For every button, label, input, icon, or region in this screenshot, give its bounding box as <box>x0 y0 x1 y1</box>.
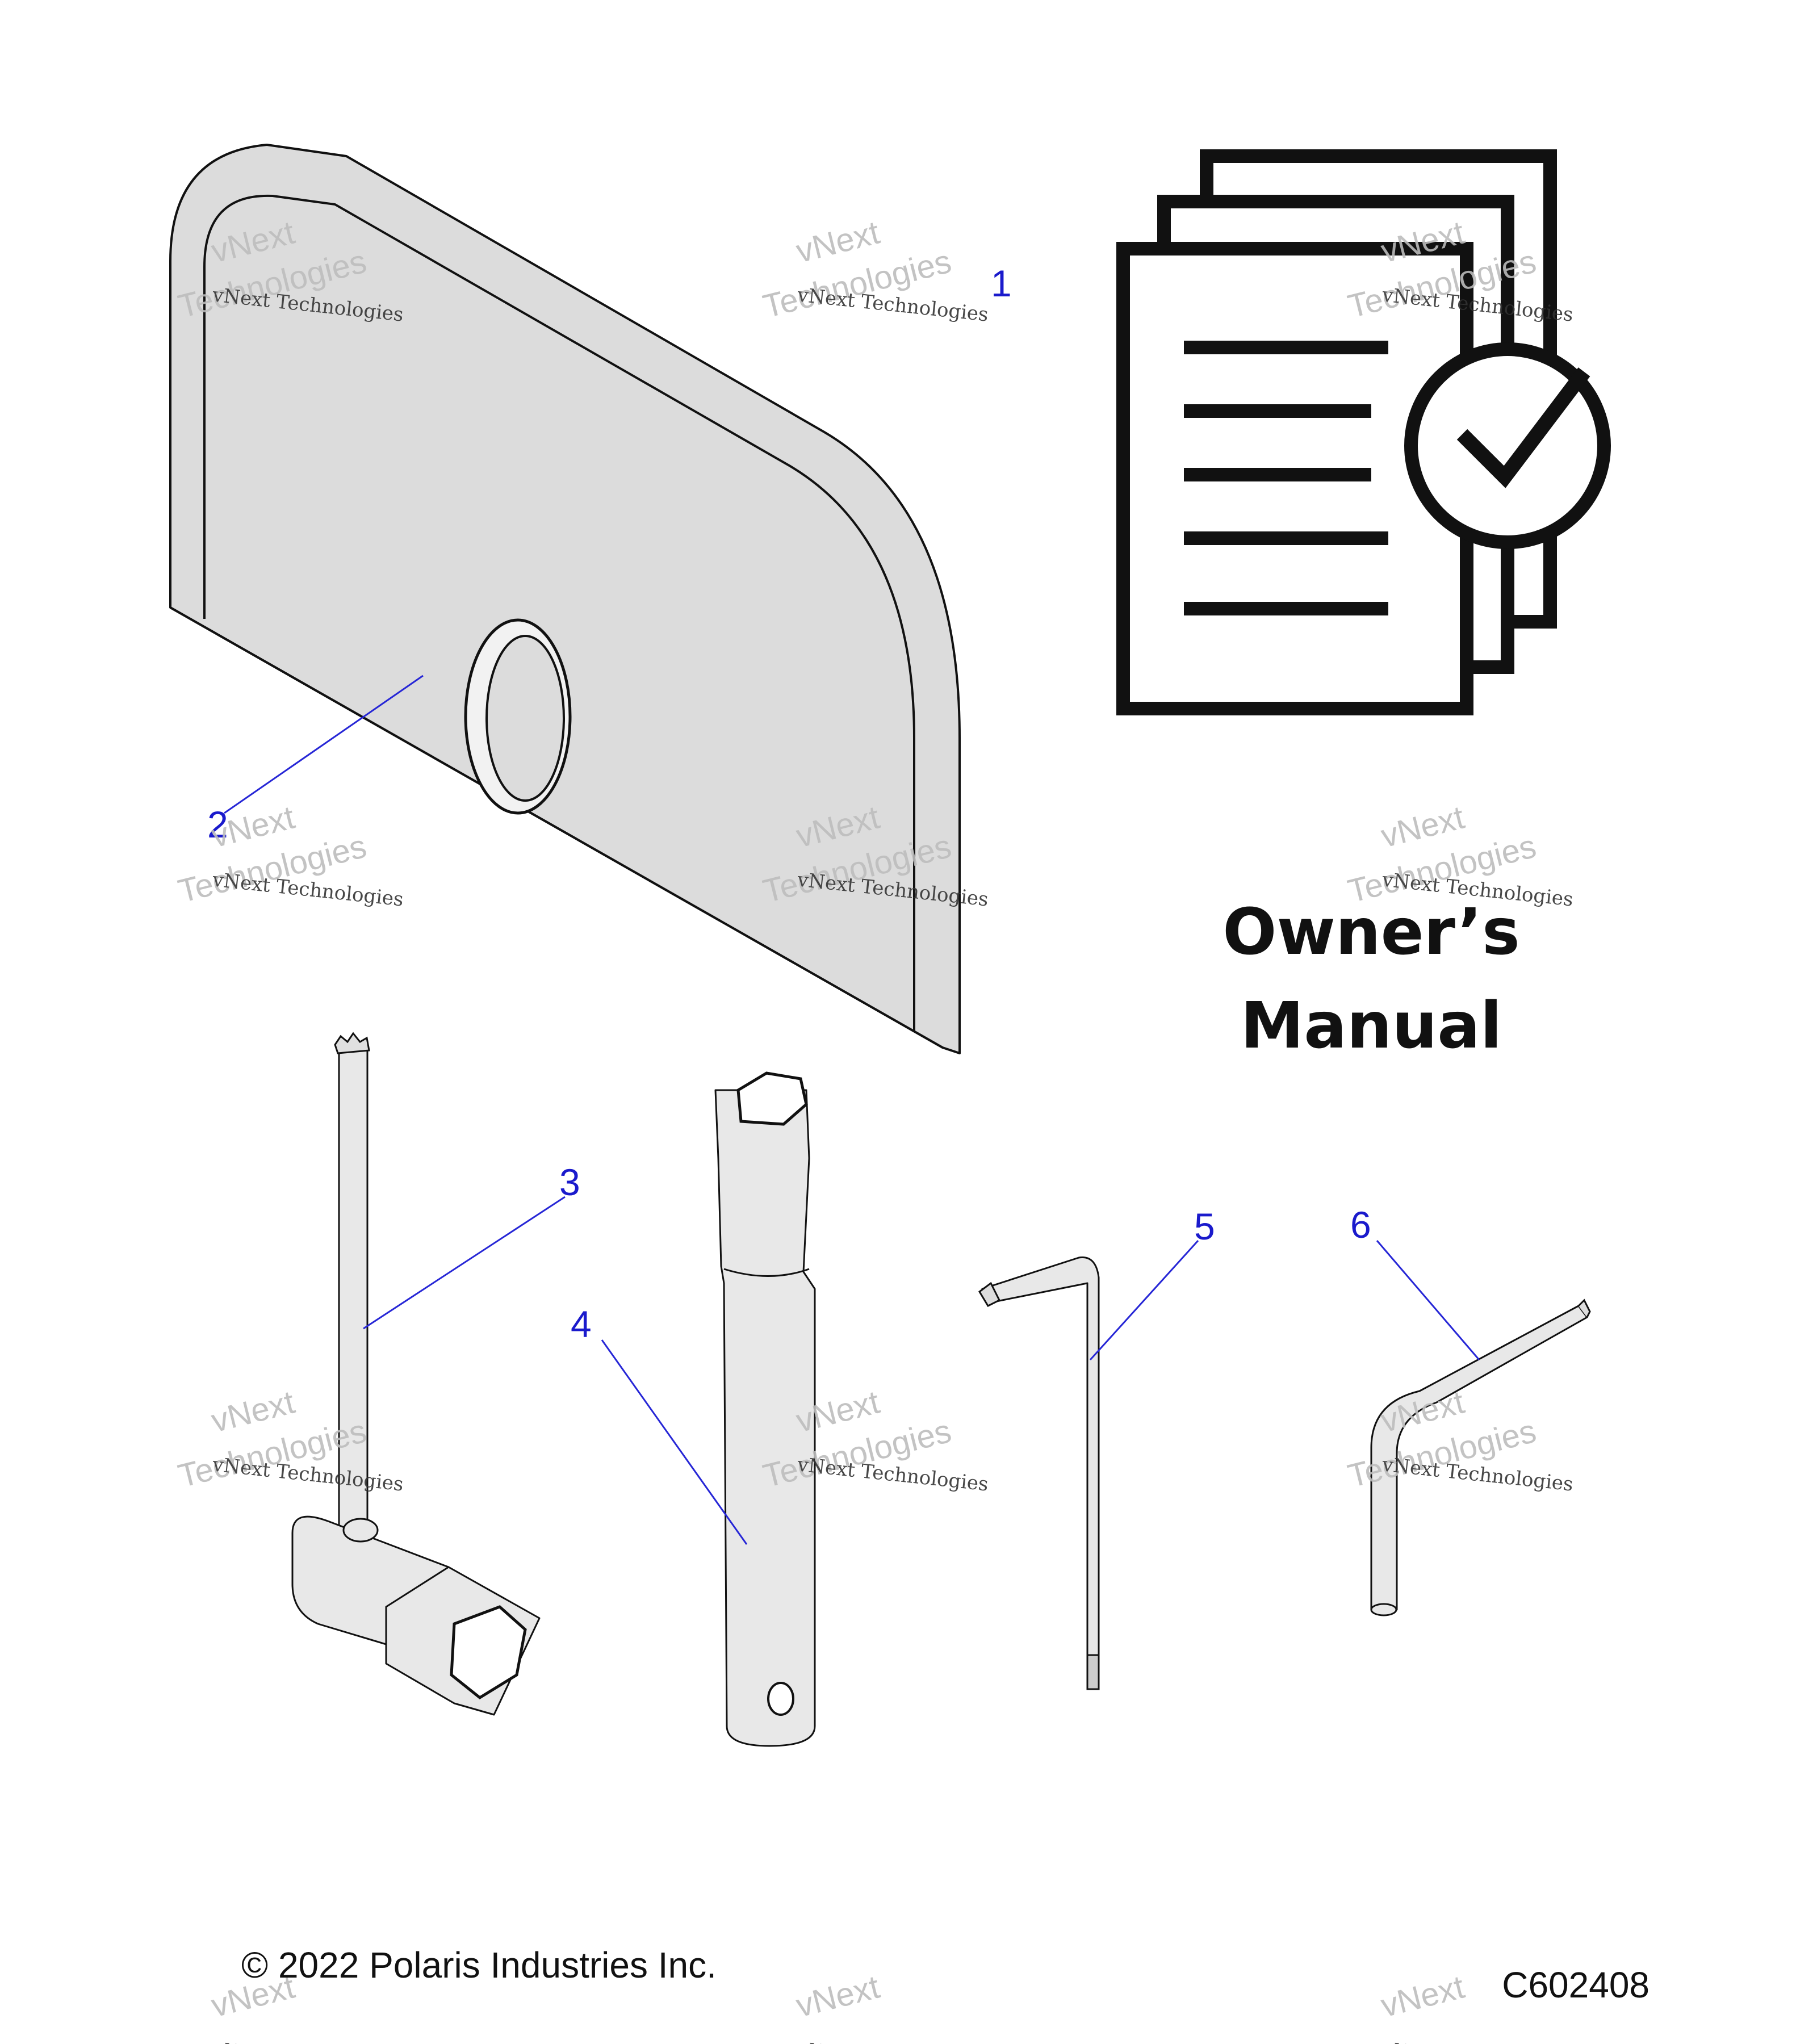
watermark-caption: vNext Technologies <box>211 2038 404 2044</box>
socket-wrench-tool <box>291 1032 541 1716</box>
torx-key-tool <box>978 1256 1100 1690</box>
storage-bag <box>169 144 961 1054</box>
copyright-text: © 2022 Polaris Industries Inc. <box>241 1945 717 1986</box>
owners-manual-icon: Owner’s Manual <box>1116 149 1611 1063</box>
manual-title-line2: Manual <box>1241 989 1502 1063</box>
leader-line-2 <box>224 675 424 814</box>
callout-3: 3 <box>559 1161 580 1203</box>
hex-key-tool <box>1370 1299 1591 1616</box>
watermark-word: vNext <box>793 1968 884 2025</box>
leader-line-4 <box>601 1339 748 1545</box>
leader-line-5 <box>1089 1239 1199 1361</box>
leader-line-3 <box>363 1196 566 1330</box>
callout-4: 4 <box>571 1303 592 1345</box>
callout-6: 6 <box>1350 1204 1371 1246</box>
diagram-code: C602408 <box>1502 1965 1649 2005</box>
callout-2: 2 <box>207 803 228 845</box>
manual-title-line1: Owner’s <box>1223 895 1520 969</box>
callout-5: 5 <box>1194 1205 1215 1247</box>
watermark-caption: vNext Technologies <box>1380 2038 1574 2044</box>
callout-1: 1 <box>991 262 1012 304</box>
watermark-caption: vNext Technologies <box>796 2038 989 2044</box>
watermark-word: vNext <box>1378 1968 1468 2025</box>
tube-wrench-tool <box>714 1071 816 1747</box>
leader-line-6 <box>1376 1240 1480 1360</box>
